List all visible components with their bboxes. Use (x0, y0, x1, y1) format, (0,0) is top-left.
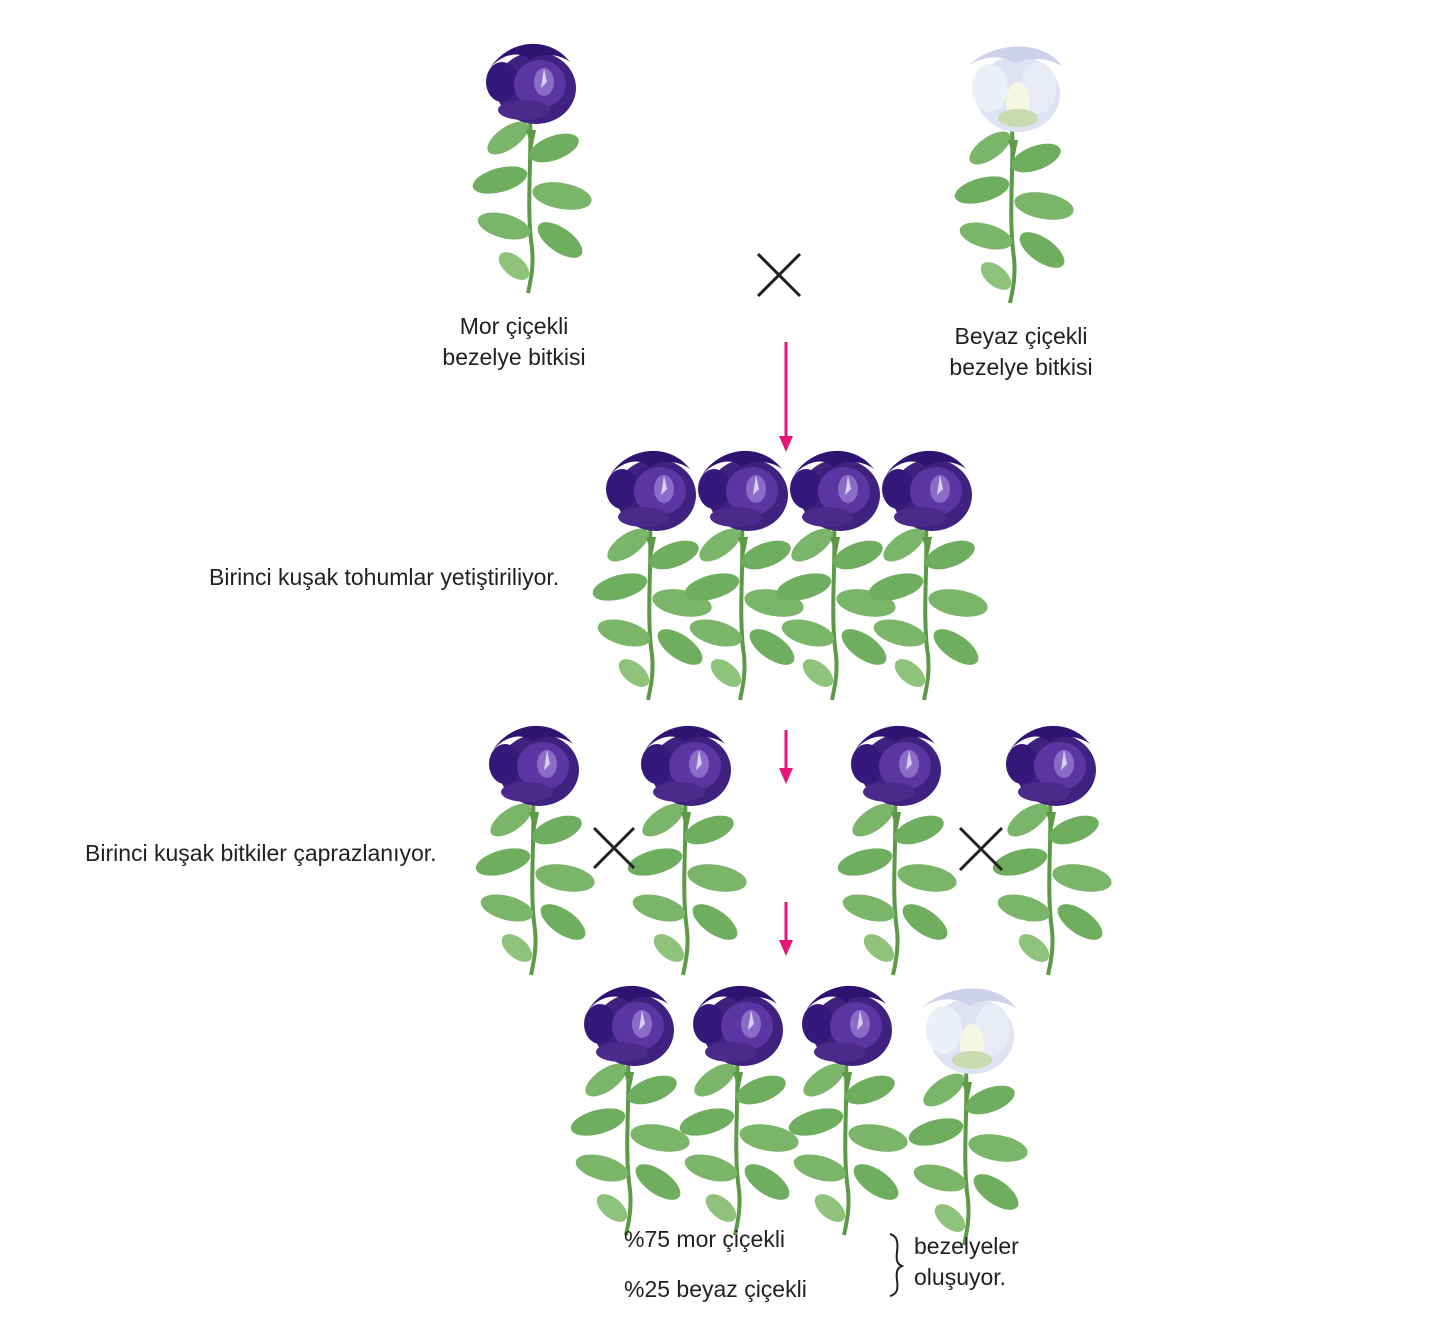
arrow-down-icon (779, 902, 793, 956)
f1-cross-plant (835, 726, 959, 975)
cross-symbol (758, 254, 800, 296)
step-first-generation-crossed: Birinci kuşak bitkiler çaprazlanıyor. (85, 838, 437, 869)
f1-cross-plant (625, 726, 749, 975)
f1-purple-plant (590, 451, 714, 700)
arrow-down-icon (779, 730, 793, 784)
f2-purple-plant (568, 986, 692, 1235)
parent-white-label: Beyaz çiçekli bezelye bitkisi (921, 321, 1121, 383)
brace (890, 1234, 902, 1296)
result-conclusion: bezelyeler oluşuyor. (914, 1231, 1019, 1293)
parent-purple-label: Mor çiçekli bezelye bitkisi (414, 311, 614, 373)
arrow-down-icon (779, 342, 793, 452)
result-purple-ratio: %75 mor çiçekli (624, 1224, 785, 1255)
parent-white-plant (952, 46, 1076, 303)
cross-symbol (594, 828, 634, 868)
f2-white-plant (906, 988, 1030, 1245)
step-first-generation-grown: Birinci kuşak tohumlar yetiştiriliyor. (209, 562, 559, 593)
f2-purple-plant (677, 986, 801, 1235)
result-white-ratio: %25 beyaz çiçekli (624, 1274, 807, 1305)
f1-cross-plant (990, 726, 1114, 975)
f2-purple-plant (786, 986, 910, 1235)
cross-symbol (960, 828, 1002, 870)
parent-purple-plant (470, 44, 594, 293)
f1-cross-plant (473, 726, 597, 975)
